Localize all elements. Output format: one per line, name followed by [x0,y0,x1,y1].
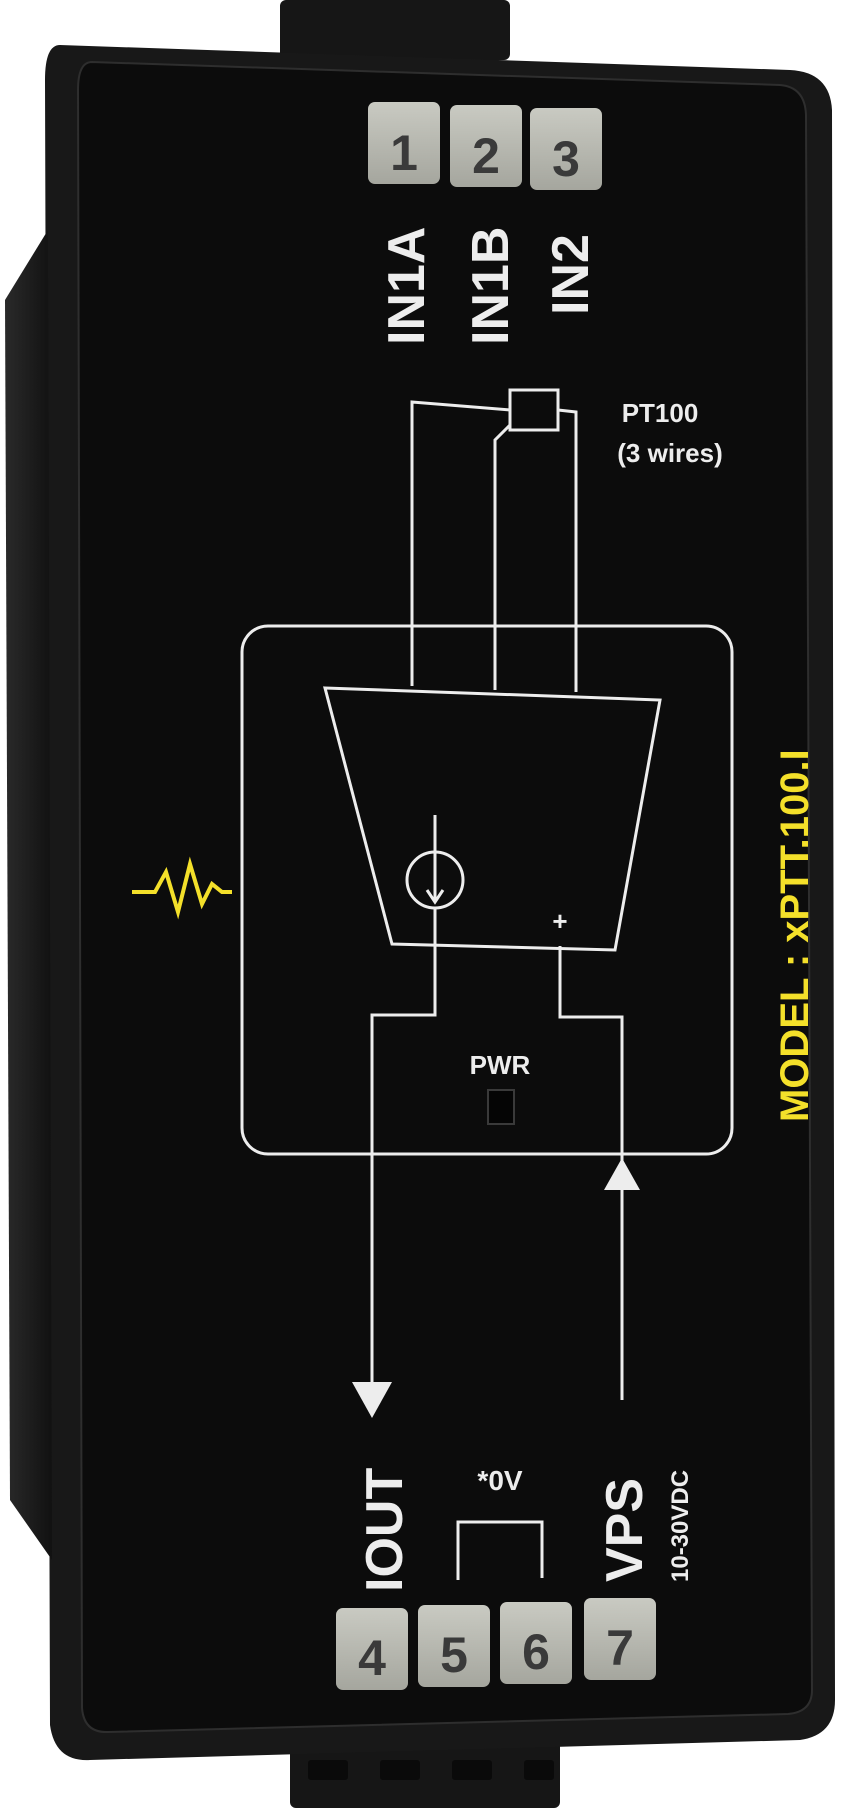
module-outline [240,624,734,1156]
zero-volt-label: *0V [477,1465,522,1496]
label-in2: IN2 [542,234,600,315]
current-source-icon [405,815,465,944]
terminal-number-3: 3 [552,131,580,187]
wire-in2 [557,408,578,676]
terminal-number-7: 7 [606,1620,634,1676]
terminal-tab-3[interactable]: 3 [530,108,602,190]
pwr-led [487,1089,515,1125]
bottom-terminals: 4 5 6 7 [336,1598,656,1690]
iout-line [370,944,437,1385]
terminal-tab-7[interactable]: 7 [584,1598,656,1680]
signal-wave-icon [132,856,232,920]
terminal-number-1: 1 [390,125,418,181]
arrow-down-icon [352,1382,392,1418]
wire-in1b [493,423,512,672]
housing [5,0,835,1808]
label-iout: IOUT [356,1468,414,1592]
terminal-number-5: 5 [440,1627,468,1683]
label-in1a: IN1A [378,227,436,345]
terminal-tab-1[interactable]: 1 [368,102,440,184]
zero-volt-bracket [456,1520,544,1580]
model-label: MODEL : xPTT.100.I [773,749,817,1122]
bottom-connector-slots [308,1760,554,1780]
housing-side [5,230,52,1560]
label-vps: VPS [596,1478,654,1582]
pt100-wiring [410,388,578,676]
pt100-sublabel: (3 wires) [617,438,723,468]
terminal-number-2: 2 [472,128,500,184]
terminal-tab-2[interactable]: 2 [450,105,522,187]
amplifier-symbol [323,686,662,952]
arrow-up-icon [604,1158,640,1190]
wire-in1a [410,400,511,668]
terminal-number-6: 6 [522,1624,550,1680]
label-vps-range: 10-30VDC [667,1470,694,1582]
pt100-label: PT100 [622,398,699,428]
top-terminals: 1 2 3 [368,102,602,190]
terminal-tab-6[interactable]: 6 [500,1602,572,1684]
terminal-tab-4[interactable]: 4 [336,1608,408,1690]
terminal-tab-5[interactable]: 5 [418,1605,490,1687]
terminal-number-4: 4 [358,1630,386,1686]
plus-sign: + [552,906,567,936]
top-connector-block [280,0,510,60]
signal-lines [370,944,624,1400]
front-panel [76,60,814,1734]
vps-line [558,946,624,1400]
label-in1b: IN1B [462,227,520,345]
pwr-label: PWR [470,1050,531,1080]
